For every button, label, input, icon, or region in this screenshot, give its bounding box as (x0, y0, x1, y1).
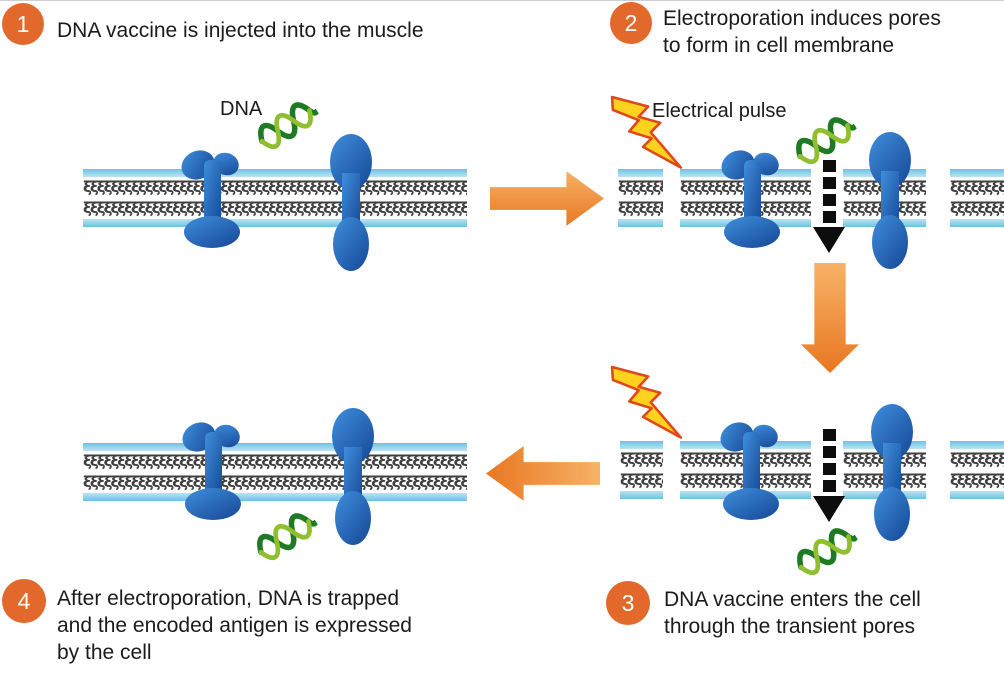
membrane-inner-leaflet (950, 219, 1004, 227)
membrane-protein-y-icon (721, 150, 780, 248)
step-2-number: 2 (624, 9, 638, 36)
membrane-outer-leaflet (950, 441, 1004, 449)
membrane-outer-leaflet (83, 169, 467, 177)
lipid-row: ξξξξξξξξξξξξξξξξξξξξξξξξξξξξξξξξξξξξξξξξ… (83, 178, 467, 196)
lightning-bolt-icon (610, 95, 683, 169)
lipid-bilayer: ξξξξξξξξξξξξξξξξξξξξξξξξξξξξξξξξξξξξξξξξ… (83, 451, 467, 493)
dna-helix-icon (796, 117, 858, 165)
membrane-panel2-segment: ξξξξξξξξξξξξξξξξξξξξξξξξξξξξξξξξξξξξξξξξ… (950, 169, 1004, 227)
flow-arrow-right-icon (490, 171, 604, 226)
step-1-number: 1 (16, 10, 30, 37)
lipid-row: ξξξξξξξξξξξξξξξξξξξξξξξξξξξξξξξξξξξξξξξξ… (950, 450, 1004, 468)
electrical-pulse-label: Electrical pulse (652, 100, 787, 122)
step-4-caption: After electroporation, DNA is trapped an… (57, 587, 412, 664)
lipid-row: ξξξξξξξξξξξξξξξξξξξξξξξξξξξξξξξξξξξξξξξξ… (950, 471, 1004, 489)
lipid-row: ξξξξξξξξξξξξξξξξξξξξξξξξξξξξξξξξξξξξξξξξ… (83, 473, 467, 491)
lipid-row: ξξξξξξξξξξξξξξξξξξξξξξξξξξξξξξξξξξξξξξξξ… (618, 178, 663, 196)
dna-helix-icon (258, 102, 320, 150)
step-2-caption: Electroporation induces pores to form in… (663, 7, 941, 57)
flow-arrow-down-icon (801, 263, 859, 373)
membrane-outer-leaflet (620, 441, 663, 449)
lipid-bilayer: ξξξξξξξξξξξξξξξξξξξξξξξξξξξξξξξξξξξξξξξξ… (83, 177, 467, 219)
lipid-bilayer: ξξξξξξξξξξξξξξξξξξξξξξξξξξξξξξξξξξξξξξξξ… (950, 449, 1004, 491)
pore-entry-arrow-icon (813, 160, 845, 253)
step-2-badge: 2 (610, 2, 652, 44)
lightning-bolt-icon (610, 365, 683, 439)
membrane-inner-leaflet (83, 219, 467, 227)
dna-helix-icon (797, 528, 859, 576)
dna-helix-icon (257, 513, 319, 561)
lipid-bilayer: ξξξξξξξξξξξξξξξξξξξξξξξξξξξξξξξξξξξξξξξξ… (950, 177, 1004, 219)
lipid-row: ξξξξξξξξξξξξξξξξξξξξξξξξξξξξξξξξξξξξξξξξ… (950, 199, 1004, 217)
step-1-caption: DNA vaccine is injected into the muscle (57, 19, 424, 42)
lipid-row: ξξξξξξξξξξξξξξξξξξξξξξξξξξξξξξξξξξξξξξξξ… (83, 452, 467, 470)
step-4-badge: 4 (2, 579, 46, 623)
membrane-inner-leaflet (618, 219, 663, 227)
step-3-number: 3 (621, 589, 635, 616)
membrane-outer-leaflet (950, 169, 1004, 177)
membrane-inner-leaflet (950, 491, 1004, 499)
lipid-bilayer: ξξξξξξξξξξξξξξξξξξξξξξξξξξξξξξξξξξξξξξξξ… (620, 449, 663, 491)
lipid-row: ξξξξξξξξξξξξξξξξξξξξξξξξξξξξξξξξξξξξξξξξ… (620, 450, 663, 468)
step-4-number: 4 (17, 587, 31, 614)
membrane-protein-dumbbell-icon (330, 134, 372, 271)
membrane-protein-dumbbell-icon (871, 404, 913, 541)
membrane-protein-y-icon (181, 150, 240, 248)
membrane-panel3-segment: ξξξξξξξξξξξξξξξξξξξξξξξξξξξξξξξξξξξξξξξξ… (950, 441, 1004, 499)
membrane-panel3-segment: ξξξξξξξξξξξξξξξξξξξξξξξξξξξξξξξξξξξξξξξξ… (620, 441, 663, 499)
step-3-caption: DNA vaccine enters the cell through the … (664, 588, 921, 638)
membrane-outer-leaflet (83, 443, 467, 451)
membrane-protein-y-icon (720, 422, 779, 520)
dna-label: DNA (220, 98, 263, 120)
membrane-inner-leaflet (83, 493, 467, 501)
lipid-row: ξξξξξξξξξξξξξξξξξξξξξξξξξξξξξξξξξξξξξξξξ… (618, 199, 663, 217)
membrane-inner-leaflet (620, 491, 663, 499)
lipid-row: ξξξξξξξξξξξξξξξξξξξξξξξξξξξξξξξξξξξξξξξξ… (620, 471, 663, 489)
flow-arrow-left-icon (486, 446, 600, 501)
lipid-row: ξξξξξξξξξξξξξξξξξξξξξξξξξξξξξξξξξξξξξξξξ… (83, 199, 467, 217)
step-1-badge: 1 (2, 3, 44, 45)
membrane-protein-dumbbell-icon (869, 132, 911, 269)
pore-entry-arrow-icon (813, 429, 845, 522)
lipid-bilayer: ξξξξξξξξξξξξξξξξξξξξξξξξξξξξξξξξξξξξξξξξ… (618, 177, 663, 219)
membrane-protein-dumbbell-icon (332, 408, 374, 545)
membrane-panel2-segment: ξξξξξξξξξξξξξξξξξξξξξξξξξξξξξξξξξξξξξξξξ… (618, 169, 663, 227)
membrane-panel4: ξξξξξξξξξξξξξξξξξξξξξξξξξξξξξξξξξξξξξξξξ… (83, 443, 467, 501)
membrane-panel1: ξξξξξξξξξξξξξξξξξξξξξξξξξξξξξξξξξξξξξξξξ… (83, 169, 467, 227)
membrane-outer-leaflet (618, 169, 663, 177)
membrane-protein-y-icon (182, 422, 241, 520)
lipid-row: ξξξξξξξξξξξξξξξξξξξξξξξξξξξξξξξξξξξξξξξξ… (950, 178, 1004, 196)
step-3-badge: 3 (606, 581, 650, 625)
